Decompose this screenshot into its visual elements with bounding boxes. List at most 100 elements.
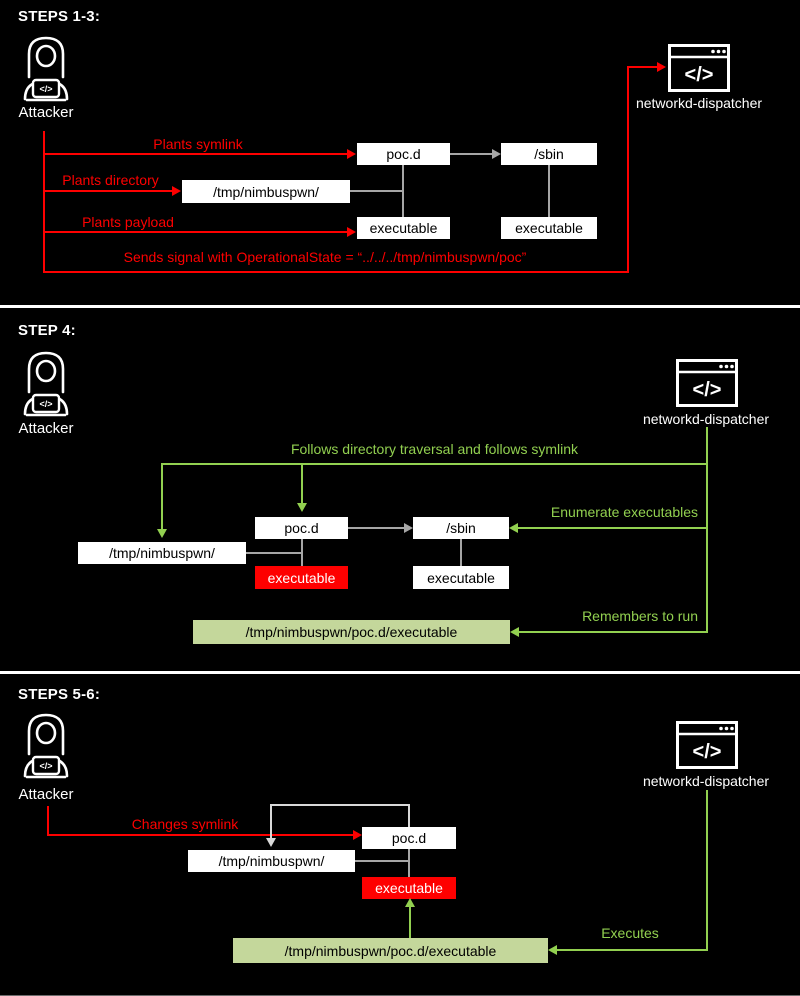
laptop-code-icon: </>	[39, 84, 52, 94]
plants-directory-line	[43, 190, 172, 192]
code-icon: </>	[693, 379, 722, 401]
arrowhead	[347, 227, 356, 237]
sends-signal-line-up	[627, 67, 629, 273]
plants-symlink-label: Plants symlink	[153, 136, 243, 152]
arrowhead	[509, 523, 518, 533]
attacker-laptop	[31, 755, 61, 776]
networkd-dispatcher-icon: </>	[668, 44, 730, 92]
attacker-label: Attacker	[18, 104, 74, 121]
dot-icon	[730, 726, 734, 731]
browser-window-icon	[676, 359, 738, 407]
node-tmp-nimbuspwn: /tmp/nimbuspwn/	[182, 180, 350, 203]
executes-label: Executes	[601, 925, 659, 941]
result-path-box: /tmp/nimbuspwn/poc.d/executable	[193, 620, 510, 644]
connector	[355, 860, 408, 862]
connector	[246, 552, 301, 554]
changes-symlink-line	[47, 834, 353, 836]
attacker-main-line	[43, 131, 45, 273]
dispatcher-label: networkd-dispatcher	[635, 95, 763, 111]
arrowhead	[405, 898, 415, 907]
node-poc-d: poc.d	[255, 517, 348, 539]
code-icon: </>	[685, 64, 714, 86]
arrowhead	[347, 149, 356, 159]
node-executable-payload: executable	[255, 566, 348, 589]
dot-icon	[724, 726, 729, 731]
dispatcher-main-line	[706, 427, 708, 633]
remembers-line	[518, 631, 707, 633]
node-sbin: /sbin	[413, 517, 509, 539]
connector	[408, 849, 410, 877]
connector	[548, 165, 550, 217]
node-tmp-nimbuspwn: /tmp/nimbuspwn/	[188, 850, 355, 872]
attacker-label: Attacker	[18, 420, 74, 437]
browser-window-icon	[676, 721, 738, 769]
browser-window-icon	[668, 44, 730, 92]
connector	[350, 190, 403, 192]
result-path-box: /tmp/nimbuspwn/poc.d/executable	[233, 938, 548, 963]
sends-signal-label: Sends signal with OperationalState = “..…	[123, 249, 527, 265]
attacker-label: Attacker	[18, 786, 74, 803]
node-tmp-nimbuspwn: /tmp/nimbuspwn/	[78, 542, 246, 564]
attacker-main-line	[47, 806, 49, 836]
symlink-path	[408, 804, 410, 827]
follows-drop-pocd	[301, 463, 303, 503]
plants-payload-label: Plants payload	[82, 214, 174, 230]
follows-label: Follows directory traversal and follows …	[290, 441, 579, 457]
arrowhead	[404, 523, 413, 533]
networkd-dispatcher-icon: </>	[676, 359, 738, 407]
attacker-face	[35, 44, 57, 68]
arrowhead	[548, 945, 557, 955]
run-payload-line	[409, 907, 411, 938]
dot-icon	[719, 726, 723, 731]
panel3-heading: STEPS 5-6:	[18, 686, 101, 703]
executes-line	[557, 949, 708, 951]
networkd-dispatcher-icon: </>	[676, 721, 738, 769]
laptop-code-icon: </>	[39, 761, 52, 771]
changes-symlink-label: Changes symlink	[131, 816, 239, 832]
follows-line	[161, 463, 708, 465]
connector	[301, 539, 303, 566]
panel2-heading: STEP 4:	[18, 322, 76, 339]
node-executable-sbin: executable	[501, 217, 597, 239]
sends-signal-line-in	[627, 66, 657, 68]
attacker-icon: </>	[18, 712, 74, 780]
symlink-arrow-line	[450, 153, 492, 155]
symlink-path	[270, 804, 410, 806]
code-icon: </>	[693, 741, 722, 763]
node-executable-payload: executable	[362, 877, 456, 899]
arrowhead	[266, 838, 276, 847]
attacker-laptop	[31, 393, 61, 414]
arrowhead	[297, 503, 307, 512]
connector	[460, 539, 462, 566]
symlink-path	[270, 804, 272, 838]
panel-divider	[0, 305, 800, 308]
plants-payload-line	[43, 231, 347, 233]
dot-icon	[730, 364, 734, 369]
attacker-hair	[27, 36, 65, 79]
dot-icon	[711, 49, 715, 54]
arrowhead	[492, 149, 501, 159]
node-poc-d: poc.d	[357, 143, 450, 165]
dot-icon	[724, 364, 729, 369]
laptop-code-icon: </>	[39, 399, 52, 409]
attacker-face	[35, 721, 57, 745]
attacker-face	[35, 359, 57, 383]
node-sbin: /sbin	[501, 143, 597, 165]
follows-drop-tmp	[161, 463, 163, 529]
arrowhead	[157, 529, 167, 538]
dot-icon	[722, 49, 726, 54]
arrowhead	[510, 627, 519, 637]
dot-icon	[716, 49, 721, 54]
node-executable-sbin: executable	[413, 566, 509, 589]
attacker-hair	[27, 351, 65, 394]
attacker-icon: </>	[18, 35, 74, 103]
dot-icon	[719, 364, 723, 369]
arrowhead	[657, 62, 666, 72]
arrowhead	[353, 830, 362, 840]
panel-divider	[0, 671, 800, 674]
remembers-label: Remembers to run	[582, 608, 698, 624]
node-poc-d: poc.d	[362, 827, 456, 849]
connector	[402, 165, 404, 217]
sends-signal-line-bottom	[43, 271, 629, 273]
plants-symlink-line	[43, 153, 347, 155]
